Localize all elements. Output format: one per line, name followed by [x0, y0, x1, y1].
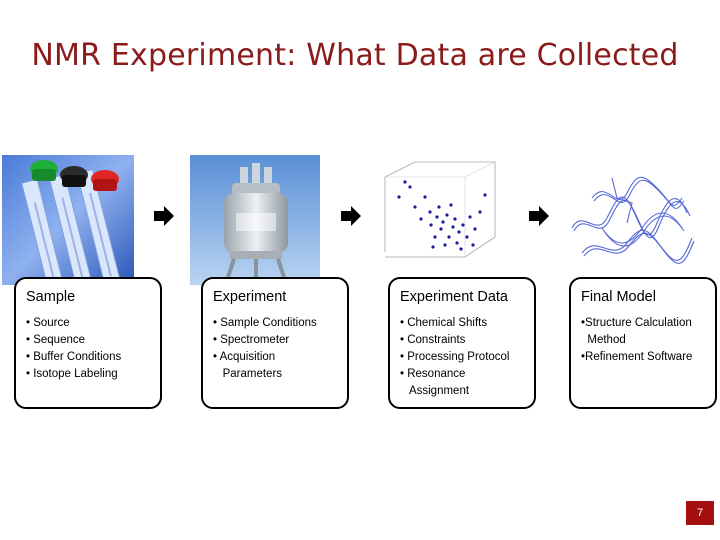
- list-item: • Spectrometer: [213, 334, 290, 346]
- list-item: Method: [581, 334, 626, 346]
- list-item: • Isotope Labeling: [26, 368, 118, 380]
- list-item: • Resonance: [400, 368, 466, 380]
- list-item: • Chemical Shifts: [400, 317, 488, 329]
- list-item: • Processing Protocol: [400, 351, 510, 363]
- stage-heading: Experiment Data: [400, 289, 508, 305]
- list-item: • Acquisition: [213, 351, 276, 363]
- arrow-right-icon: [154, 206, 174, 226]
- protein-structure-image: [562, 168, 702, 278]
- spectrometer-image: [190, 155, 320, 285]
- stage-box-experiment-data: Experiment Data • Chemical Shifts • Cons…: [388, 277, 536, 409]
- list-item: • Constraints: [400, 334, 466, 346]
- stage-heading: Final Model: [581, 289, 656, 305]
- list-item: •Refinement Software: [581, 351, 693, 363]
- list-item: •Structure Calculation: [581, 317, 692, 329]
- page-number-badge: 7: [686, 501, 714, 525]
- list-item: Parameters: [213, 368, 283, 380]
- stage-heading: Experiment: [213, 289, 287, 305]
- stage-box-experiment: Experiment • Sample Conditions • Spectro…: [201, 277, 349, 409]
- slide-title: NMR Experiment: What Data are Collected: [31, 38, 679, 73]
- list-item: • Sample Conditions: [213, 317, 317, 329]
- list-item: • Sequence: [26, 334, 86, 346]
- stage-heading: Sample: [26, 289, 76, 305]
- stage-box-final-model: Final Model •Structure Calculation Metho…: [569, 277, 717, 409]
- arrow-right-icon: [529, 206, 549, 226]
- stage-items: • Source • Sequence • Buffer Conditions …: [26, 315, 121, 383]
- sample-tubes-image: [2, 155, 134, 285]
- list-item: • Buffer Conditions: [26, 351, 122, 363]
- stage-items: • Sample Conditions • Spectrometer • Acq…: [213, 315, 317, 383]
- stage-box-sample: Sample • Source • Sequence • Buffer Cond…: [14, 277, 162, 409]
- stage-items: • Chemical Shifts • Constraints • Proces…: [400, 315, 510, 400]
- arrow-right-icon: [341, 206, 361, 226]
- list-item: Assignment: [400, 385, 470, 397]
- stage-items: •Structure Calculation Method •Refinemen…: [581, 315, 692, 366]
- spectrum-plot-image: [375, 157, 505, 277]
- list-item: • Source: [26, 317, 70, 329]
